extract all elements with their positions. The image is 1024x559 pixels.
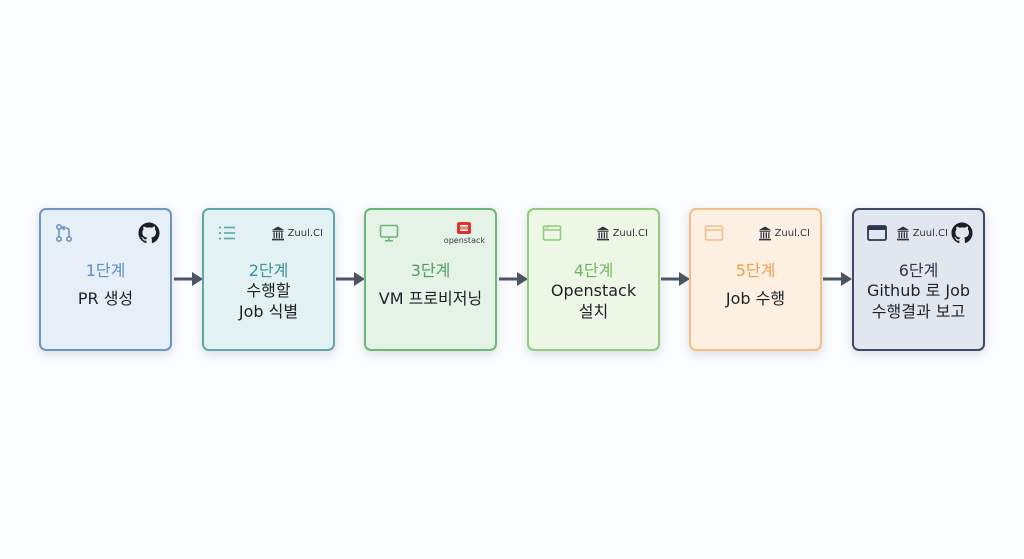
- step-description: Job 수행: [695, 288, 816, 309]
- step-label: 4단계: [573, 261, 614, 280]
- flow-arrow: [661, 272, 690, 286]
- step-description: 수행할 Job 식별: [208, 280, 329, 322]
- zuul-label: Zuul.CI: [612, 227, 648, 239]
- step-label: 3단계: [410, 261, 451, 280]
- step-description-line: 설치: [578, 302, 609, 321]
- zuul-icon: [271, 226, 284, 240]
- browser-window-icon: [867, 225, 887, 241]
- github-badge: [138, 222, 160, 244]
- step-description-line: 수행할: [246, 281, 291, 300]
- zuul-badge: Zuul.CI: [596, 222, 648, 244]
- github-icon: [138, 222, 160, 244]
- step-description: PR 생성: [45, 288, 166, 309]
- step-description-line: Job 식별: [238, 302, 299, 321]
- flow-arrow: [499, 272, 528, 286]
- zuul-icon: [596, 226, 609, 240]
- step-card-5: Zuul.CI 5단계 Job 수행: [689, 208, 822, 351]
- step-description: Github 로 Job 수행결과 보고: [858, 280, 979, 322]
- openstack-badge: openstack: [443, 221, 485, 245]
- zuul-label: Zuul.CI: [287, 227, 323, 239]
- github-icon: [951, 222, 973, 244]
- zuul-github-badge: Zuul.CI: [896, 222, 973, 244]
- step-description-line: PR 생성: [77, 289, 134, 308]
- terminal-window-icon: [542, 225, 562, 241]
- step-description-line: Github 로 Job: [866, 281, 971, 300]
- flow-arrow: [336, 272, 365, 286]
- step-card-2: Zuul.CI 2단계 수행할 Job 식별: [202, 208, 335, 351]
- zuul-icon: [758, 226, 771, 240]
- step-label: 5단계: [735, 261, 776, 280]
- browser-window-icon: [704, 225, 724, 241]
- step-description: VM 프로비저닝: [370, 288, 491, 309]
- step-description: Openstack 설치: [533, 280, 654, 322]
- git-pull-request-icon: [55, 223, 73, 243]
- zuul-label: Zuul.CI: [912, 227, 948, 239]
- flow-arrow: [174, 272, 203, 286]
- step-description-line: 수행결과 보고: [871, 302, 966, 321]
- zuul-icon: [896, 226, 909, 240]
- step-card-4: Zuul.CI 4단계 Openstack 설치: [527, 208, 660, 351]
- flow-arrow: [823, 272, 852, 286]
- step-description-line: Job 수행: [725, 289, 786, 308]
- step-label: 6단계: [898, 261, 939, 280]
- list-icon: [218, 226, 235, 240]
- step-card-1: 1단계 PR 생성: [39, 208, 172, 351]
- step-card-3: openstack 3단계 VM 프로비저닝: [364, 208, 497, 351]
- step-label: 1단계: [85, 261, 126, 280]
- step-description-line: Openstack: [550, 281, 637, 300]
- pipeline-flow: 1단계 PR 생성 Zuul: [39, 208, 987, 352]
- zuul-label: Zuul.CI: [774, 227, 810, 239]
- zuul-badge: Zuul.CI: [271, 222, 323, 244]
- monitor-icon: [379, 224, 399, 242]
- step-card-6: Zuul.CI 6단계 Github 로 Job 수행결과 보고: [852, 208, 985, 351]
- openstack-label: openstack: [443, 235, 485, 245]
- zuul-badge: Zuul.CI: [758, 222, 810, 244]
- step-description-line: VM 프로비저닝: [378, 289, 483, 308]
- step-label: 2단계: [248, 261, 289, 280]
- openstack-icon: [457, 221, 472, 234]
